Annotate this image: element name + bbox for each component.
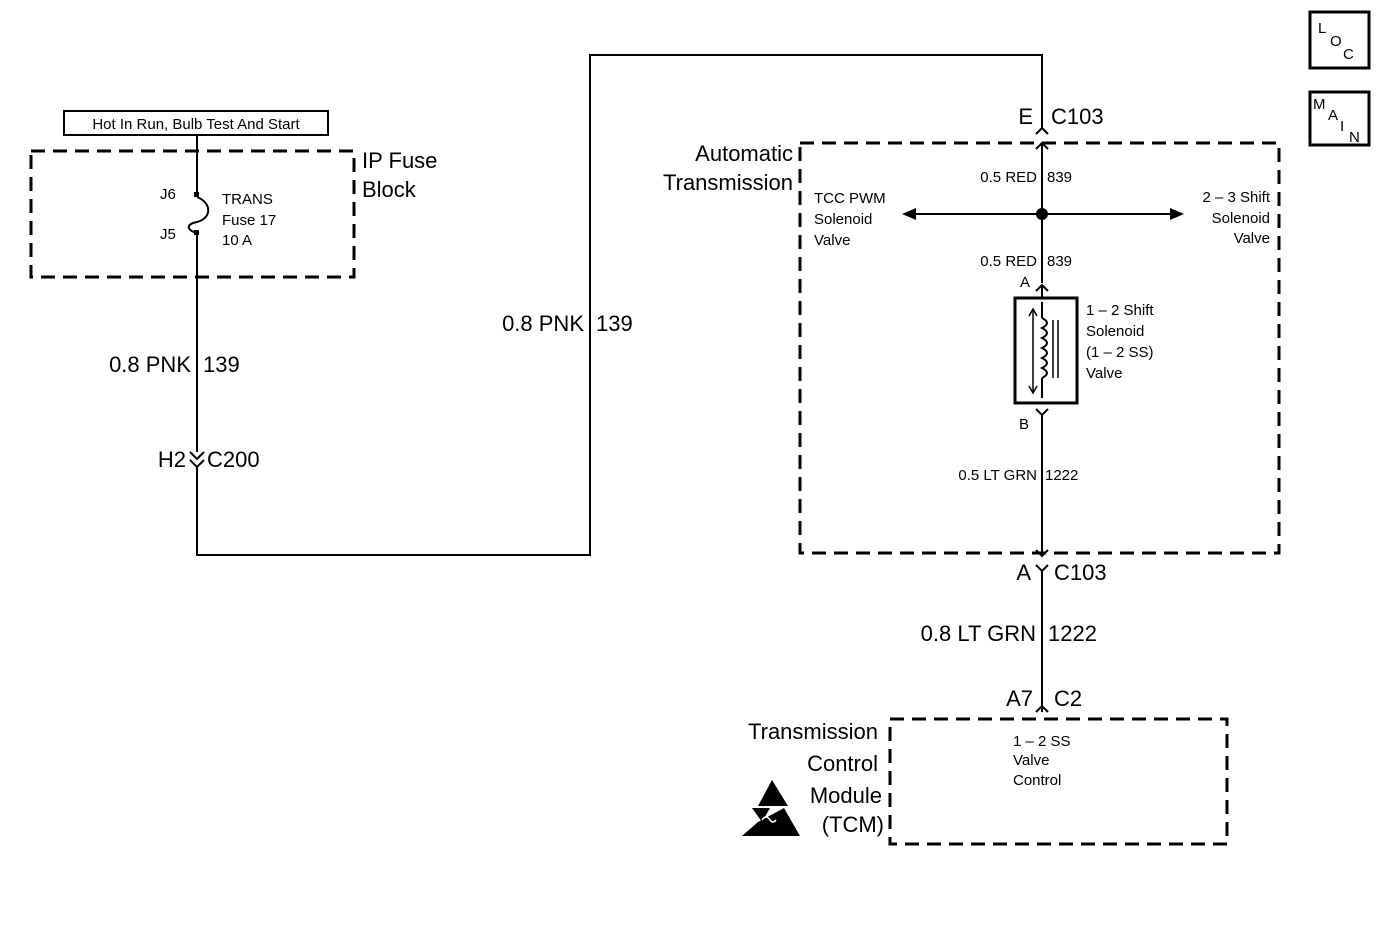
tcc-label-line2: Solenoid xyxy=(814,211,872,228)
tcm-outline xyxy=(888,717,1229,846)
tcm-inner-line2: Valve xyxy=(1013,752,1049,769)
loc-letter-l: L xyxy=(1318,20,1326,37)
c103-bottom-pin: A xyxy=(1016,560,1031,585)
main-button[interactable]: M A I N xyxy=(1308,90,1371,147)
fuse-name: TRANS xyxy=(222,191,273,208)
tcm-inner-line3: Control xyxy=(1013,772,1061,789)
tcm-module: Transmission Control Module (TCM) 1 – 2 … xyxy=(742,717,1229,846)
splice-dot xyxy=(1036,208,1048,220)
loc-button[interactable]: L O C xyxy=(1308,10,1371,70)
supply-label: Hot In Run, Bulb Test And Start xyxy=(92,116,300,133)
main-letter-i: I xyxy=(1340,118,1344,135)
shift23-label-line1: 2 – 3 Shift xyxy=(1202,189,1270,206)
c103-top-pin: E xyxy=(1018,104,1033,129)
wire-139-route xyxy=(196,54,1043,556)
wire-839-mid-circuit: 839 xyxy=(1047,253,1072,270)
terminal-j6-dot xyxy=(194,192,199,197)
connector-c2: A7 C2 xyxy=(1006,686,1082,713)
wire-139-right-color: 0.8 PNK xyxy=(502,311,584,336)
tcc-label-line1: TCC PWM xyxy=(814,190,886,207)
tcc-label-line3: Valve xyxy=(814,232,850,249)
terminal-j5-label: J5 xyxy=(160,226,176,243)
wire-839-top-color: 0.5 RED xyxy=(980,169,1037,186)
tcm-title-line2: Control xyxy=(807,751,878,776)
connector-c103-bottom: A C103 xyxy=(1016,549,1107,585)
wire-1222-inner-color: 0.5 LT GRN xyxy=(958,467,1037,484)
c103-bottom-name: C103 xyxy=(1054,560,1107,585)
loc-letter-o: O xyxy=(1330,33,1342,50)
pin-b-label: B xyxy=(1019,416,1029,433)
tcm-title-line3: Module xyxy=(810,783,882,808)
tcm-inner-line1: 1 – 2 SS xyxy=(1013,733,1071,750)
solenoid-label-line3: (1 – 2 SS) xyxy=(1086,344,1154,361)
transmission-title-line2: Transmission xyxy=(663,170,793,195)
wire-839-top-circuit: 839 xyxy=(1047,169,1072,186)
pin-b-chevron xyxy=(1035,408,1049,417)
tcm-title-line4: (TCM) xyxy=(822,812,884,837)
solenoid-label-line2: Solenoid xyxy=(1086,323,1144,340)
tcc-arrow-icon xyxy=(902,208,916,220)
connector-c200: H2 C200 xyxy=(158,447,260,472)
main-letter-m: M xyxy=(1313,96,1326,113)
shift23-label-line2: Solenoid xyxy=(1212,210,1270,227)
c200-name: C200 xyxy=(207,447,260,472)
solenoid-label-line4: Valve xyxy=(1086,365,1122,382)
solenoid-coil-icon xyxy=(1039,317,1048,379)
shift23-arrow-icon xyxy=(1170,208,1184,220)
c2-chevron xyxy=(1035,704,1049,713)
c200-female-chevron xyxy=(189,459,205,469)
c2-name: C2 xyxy=(1054,686,1082,711)
esd-warning-icon xyxy=(742,780,800,836)
transmission-title-line1: Automatic xyxy=(695,141,793,166)
connector-c103-top: E C103 xyxy=(1018,104,1104,150)
ip-fuse-block: Hot In Run, Bulb Test And Start IP Fuse … xyxy=(29,110,437,279)
automatic-transmission: Automatic Transmission 0.5 RED 839 TCC P… xyxy=(663,141,1281,555)
main-letter-a: A xyxy=(1328,107,1338,124)
wire-139-left-color: 0.8 PNK xyxy=(109,352,191,377)
terminal-j6-label: J6 xyxy=(160,186,176,203)
pin-a-label: A xyxy=(1020,274,1030,291)
c103-top-name: C103 xyxy=(1051,104,1104,129)
fuse-block-title-line1: IP Fuse xyxy=(362,148,437,173)
wire-1222-circuit: 1222 xyxy=(1048,621,1097,646)
loc-letter-c: C xyxy=(1343,46,1354,63)
c200-male-chevron xyxy=(189,451,205,461)
c103-top-chevron xyxy=(1035,126,1049,135)
c103-bottom-female-chevron xyxy=(1035,564,1049,573)
fuse-icon xyxy=(187,196,210,234)
shift23-label-line3: Valve xyxy=(1234,230,1270,247)
wire-1222-color: 0.8 LT GRN xyxy=(921,621,1036,646)
wire-139-right-circuit: 139 xyxy=(596,311,633,336)
wire-139-left-circuit: 139 xyxy=(203,352,240,377)
solenoid-label-line1: 1 – 2 Shift xyxy=(1086,302,1154,319)
c200-pin: H2 xyxy=(158,447,186,472)
c103-bottom-male-chevron xyxy=(1035,549,1049,558)
wire-1222-inner-circuit: 1222 xyxy=(1045,467,1078,484)
c2-pin: A7 xyxy=(1006,686,1033,711)
tcm-title-line1: Transmission xyxy=(748,719,878,744)
main-letter-n: N xyxy=(1349,129,1360,146)
fuse-block-outline xyxy=(29,149,356,279)
fuse-number: Fuse 17 xyxy=(222,212,276,229)
fuse-block-title-line2: Block xyxy=(362,177,417,202)
fuse-rating: 10 A xyxy=(222,232,252,249)
terminal-j5-dot xyxy=(194,230,199,235)
wire-839-mid-color: 0.5 RED xyxy=(980,253,1037,270)
